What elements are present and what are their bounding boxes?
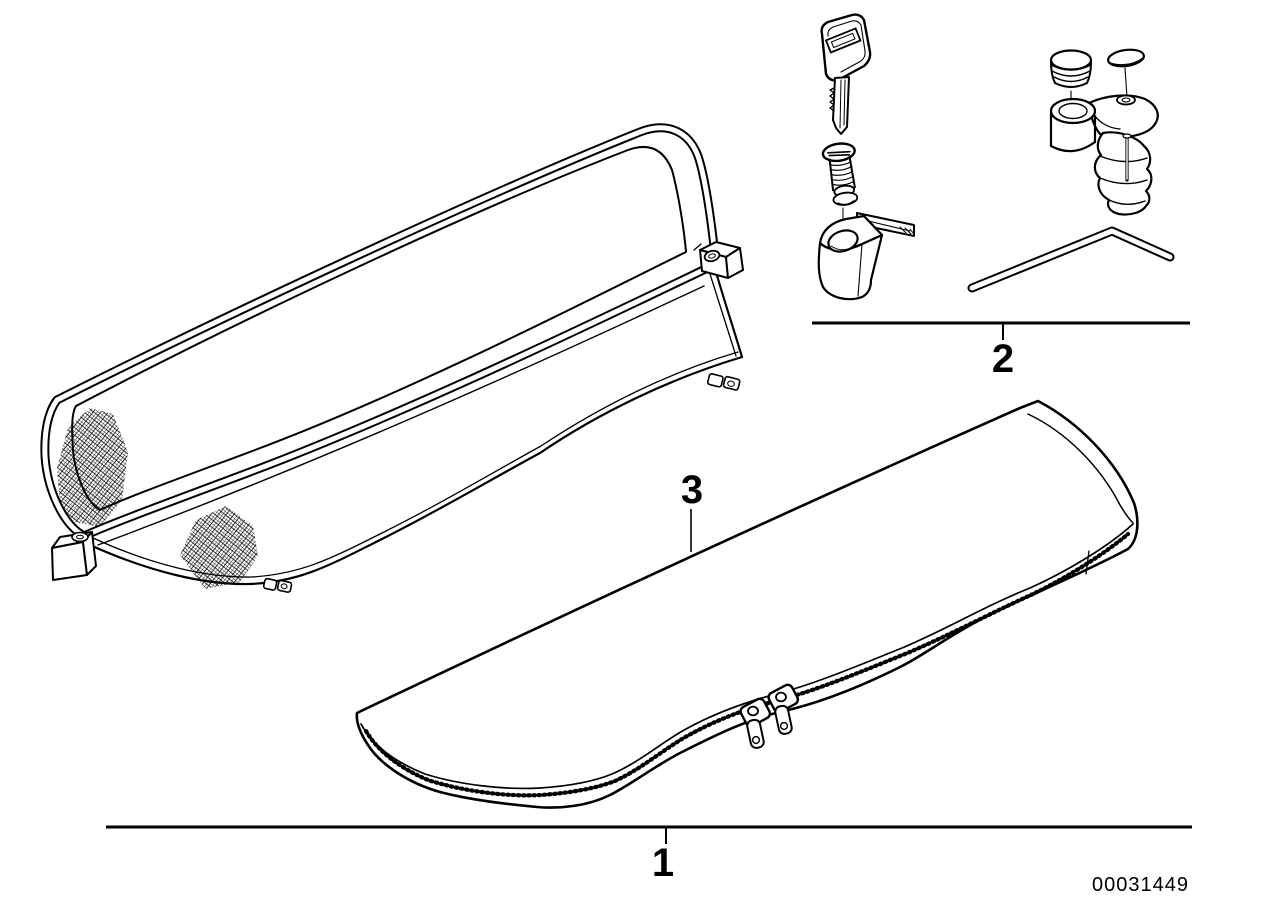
mesh-patch-center (180, 506, 258, 589)
deflector-frame-inner-white (42, 125, 719, 539)
key-head-inner (827, 20, 866, 73)
net-panel-right-edge (714, 270, 744, 359)
bag-band-separator (1085, 550, 1090, 575)
cover-cap (1049, 49, 1093, 119)
key (820, 13, 872, 135)
callout-2-label: 2 (992, 337, 1014, 381)
bag-right-end-crease (1027, 413, 1134, 524)
callout-3-label: 3 (681, 468, 703, 512)
wind-deflector (40, 123, 744, 593)
callout-1-label: 1 (652, 841, 674, 885)
key-blade-serration (829, 87, 835, 112)
housing-wall-ticks (899, 226, 915, 235)
clamp-cylinder (1049, 97, 1097, 125)
clamp-cylinder-body (1049, 111, 1097, 148)
deflector-frame-outer (40, 123, 721, 541)
clamp-boss (1116, 94, 1136, 106)
sealing-cap (1107, 48, 1145, 68)
lock-housing (817, 212, 915, 301)
callout-2: 2 (812, 321, 1190, 381)
net-panel-right-edge-inner (709, 273, 737, 357)
drawing-number: 00031449 (1092, 874, 1189, 896)
key-slot (825, 27, 862, 54)
bag-zipper-teeth (363, 531, 1131, 798)
housing-keyhole (827, 229, 859, 253)
net-panel-bottom-hem (88, 355, 744, 586)
bag-outline (355, 399, 1139, 809)
zipper-pull-rear (767, 683, 800, 735)
deflector-screen-outline (71, 145, 687, 511)
toggle-clamp (1049, 94, 1159, 216)
key-blade-ridges (839, 79, 846, 129)
zipper-pull-front (739, 697, 772, 749)
deflector-foot-left (51, 531, 97, 581)
lock-cylinder (821, 142, 859, 206)
callout-1: 1 (106, 825, 1192, 885)
clamp-cone (1093, 131, 1153, 216)
net-panel-top-hem (97, 285, 705, 546)
mounting-kit (817, 13, 1175, 301)
storage-bag (355, 399, 1139, 809)
mesh-patch-left (57, 408, 128, 527)
net-panel-bottom-hem-inner (92, 351, 739, 578)
net-tab-right (706, 373, 741, 391)
sealing-cap-stem (1124, 67, 1128, 98)
cylinder-threads (828, 161, 855, 186)
callout-3: 3 (681, 468, 703, 552)
bag-rim-line (360, 523, 1134, 790)
cylinder-cap-slot (826, 150, 851, 157)
net-tab-center (262, 577, 293, 593)
deflector-mount-right (699, 241, 744, 279)
allen-wrench (967, 226, 1175, 293)
